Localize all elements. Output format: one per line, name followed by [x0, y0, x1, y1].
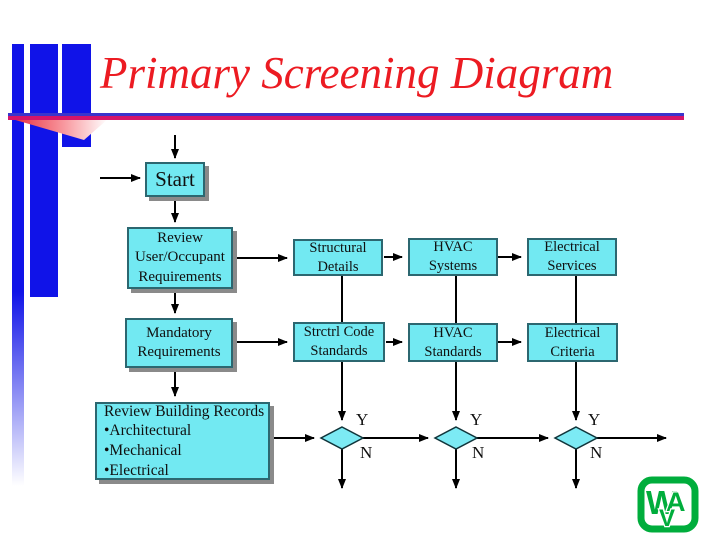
logo-letter-v: V [659, 505, 675, 532]
left-accent-bar-tall [12, 44, 24, 495]
node-electrical-services: Electrical Services [527, 238, 617, 276]
node-electrical-criteria: Electrical Criteria [527, 323, 618, 362]
node-hvac-standards: HVAC Standards [408, 323, 498, 362]
node-hvac-systems: HVAC Systems [408, 238, 498, 276]
header-rule [8, 113, 684, 120]
left-accent-bar-medium [30, 44, 58, 297]
decision1-no-label: N [360, 443, 373, 462]
slide-title: Primary Screening Diagram [100, 48, 614, 98]
decision-diamond-hvac [433, 426, 479, 450]
node-strctrl-code-standards: Strctrl Code Standards [293, 322, 385, 362]
decision-diamond-structural [319, 426, 365, 450]
header-rule-blue-stripe [8, 113, 684, 116]
node-start: Start [145, 162, 205, 197]
connector-lines [100, 135, 667, 489]
logo-letter-w: W [646, 484, 678, 521]
wav-logo-icon: W A V [637, 476, 699, 533]
decision2-yes-label: Y [470, 410, 483, 429]
node-review-user-occupant-requirements: Review User/Occupant Requirements [127, 227, 233, 289]
decision2-no-label: N [472, 443, 485, 462]
decision1-yes-label: Y [356, 410, 369, 429]
decision-diamond-electrical [553, 426, 599, 450]
decision3-no-label: N [590, 443, 603, 462]
node-review-building-records: Review Building Records •Architectural •… [95, 402, 270, 480]
decision3-yes-label: Y [588, 410, 601, 429]
header-rule-crimson-stripe [8, 116, 684, 120]
node-structural-details: Structural Details [293, 239, 383, 276]
node-mandatory-requirements: Mandatory Requirements [125, 318, 233, 368]
logo-letter-a: A [666, 487, 686, 517]
